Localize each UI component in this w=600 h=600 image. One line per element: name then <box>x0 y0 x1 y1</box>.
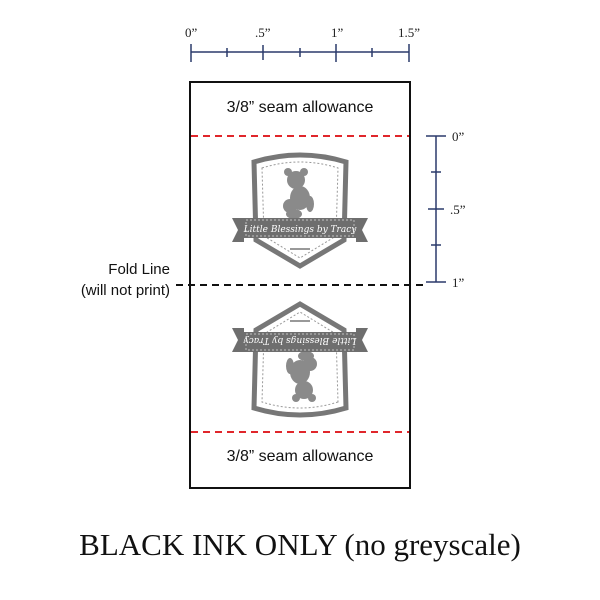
footer-note: BLACK INK ONLY (no greyscale) <box>79 527 521 562</box>
v-ruler-label-1: 1” <box>452 275 465 290</box>
bottom-seam-label: 3/8” seam allowance <box>226 448 374 465</box>
h-ruler-label-half: .5” <box>255 25 271 40</box>
fold-line-label: Fold Line (will not print) <box>81 259 170 301</box>
svg-text:Little Blessings by Tracy: Little Blessings by Tracy <box>243 225 358 235</box>
logo-top: Little Blessings by Tracy <box>232 155 368 266</box>
vertical-ruler <box>426 135 446 283</box>
fold-line-note: (will not print) <box>80 282 170 299</box>
h-ruler-label-0: 0” <box>185 25 198 40</box>
h-ruler-label-1-5: 1.5” <box>398 25 421 40</box>
svg-text:Little Blessings by Tracy: Little Blessings by Tracy <box>243 335 358 345</box>
h-ruler-label-1: 1” <box>331 25 344 40</box>
v-ruler-label-0: 0” <box>452 129 465 144</box>
top-seam-label: 3/8” seam allowance <box>226 99 374 116</box>
fold-line-title: Fold Line <box>108 261 170 278</box>
v-ruler-label-half: .5” <box>450 202 466 217</box>
logo-bottom: Little Blessings by Tracy <box>232 304 368 415</box>
horizontal-ruler <box>190 44 410 62</box>
